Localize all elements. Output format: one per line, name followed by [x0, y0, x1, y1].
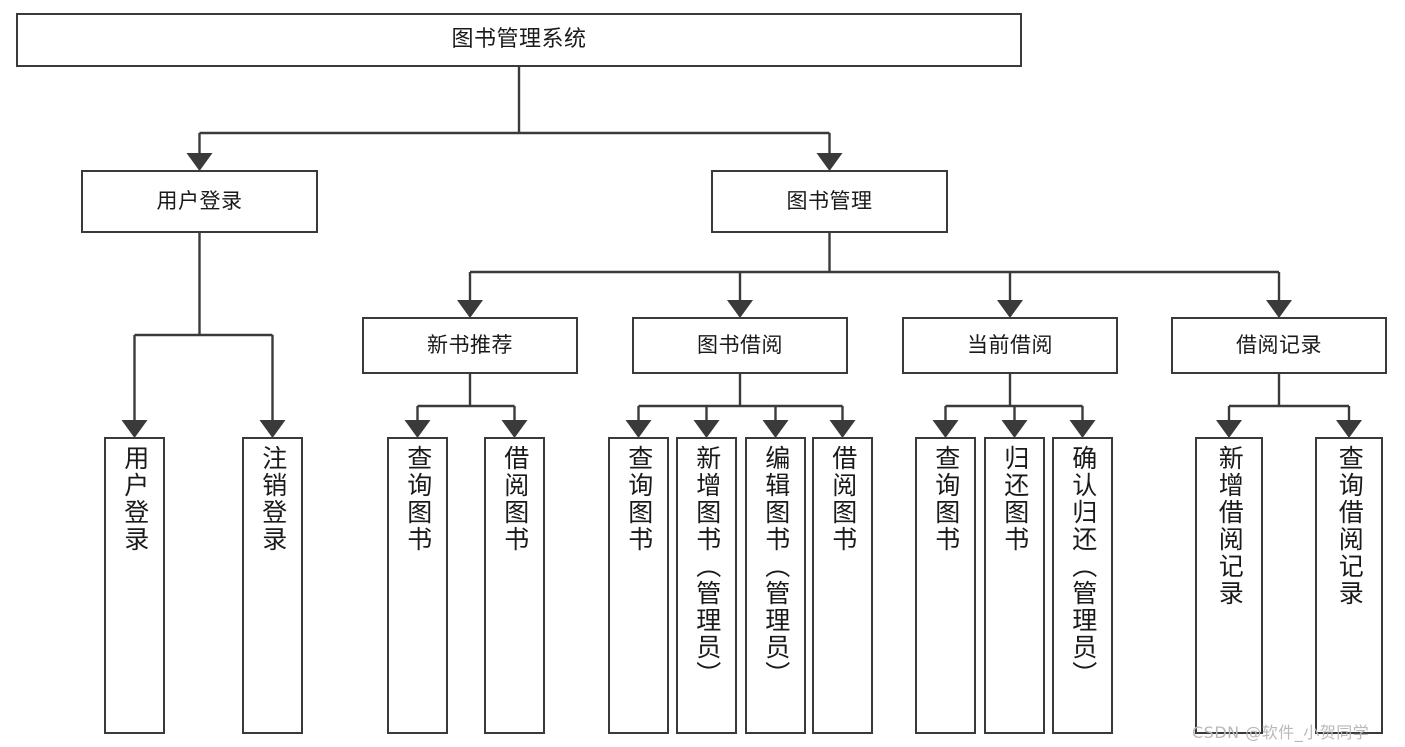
connector-arrow-book-borrow	[727, 300, 753, 318]
connector-arrow-leaf-query-record	[1336, 420, 1362, 438]
connector-arrow-leaf-query-book-3	[932, 420, 959, 438]
node-label-leaf-user-logout: 注销登录	[258, 445, 288, 553]
node-leaf-user-logout[interactable]: 注销登录	[242, 437, 303, 734]
node-label-book-borrow: 图书借阅	[697, 332, 783, 357]
node-user-login[interactable]: 用户登录	[81, 170, 318, 233]
connector-arrow-leaf-confirm-return	[1069, 420, 1096, 438]
connector-arrow-borrow-record	[1266, 300, 1292, 318]
connector-arrow-leaf-return-book	[1001, 420, 1028, 438]
node-leaf-query-book-1[interactable]: 查询图书	[387, 437, 448, 734]
node-label-leaf-return-book: 归还图书	[1000, 445, 1030, 553]
connector-arrow-user-login	[186, 153, 213, 171]
node-leaf-add-record[interactable]: 新增借阅记录	[1195, 437, 1263, 734]
node-label-leaf-add-book: 新增图书（管理员）	[692, 445, 722, 688]
connector-arrow-leaf-user-login	[121, 420, 148, 438]
connector-arrow-leaf-query-book-1	[404, 420, 431, 438]
node-leaf-borrow-book-2[interactable]: 借阅图书	[812, 437, 873, 734]
node-book-borrow[interactable]: 图书借阅	[632, 317, 848, 374]
node-book-manage[interactable]: 图书管理	[711, 170, 948, 233]
node-label-leaf-add-record: 新增借阅记录	[1215, 445, 1245, 607]
node-leaf-confirm-return[interactable]: 确认归还（管理员）	[1052, 437, 1113, 734]
connector-arrow-book-manage	[816, 153, 843, 171]
connector-arrow-leaf-borrow-book-1	[501, 420, 528, 438]
node-label-leaf-user-login: 用户登录	[120, 445, 150, 553]
connector-arrow-leaf-user-logout	[259, 420, 286, 438]
node-new-book-rec[interactable]: 新书推荐	[362, 317, 578, 374]
connector-arrow-leaf-add-book	[693, 420, 720, 438]
connector-arrow-leaf-add-record	[1216, 420, 1242, 438]
node-current-borrow[interactable]: 当前借阅	[902, 317, 1118, 374]
node-label-leaf-borrow-book-2: 借阅图书	[828, 445, 858, 553]
connector-arrow-current-borrow	[997, 300, 1023, 318]
node-leaf-query-book-3[interactable]: 查询图书	[915, 437, 976, 734]
node-leaf-borrow-book-1[interactable]: 借阅图书	[484, 437, 545, 734]
watermark: CSDN @软件_小贺同学	[1192, 723, 1370, 742]
node-label-borrow-record: 借阅记录	[1236, 332, 1322, 357]
node-borrow-record[interactable]: 借阅记录	[1171, 317, 1387, 374]
node-label-leaf-query-book-1: 查询图书	[403, 445, 433, 553]
node-leaf-edit-book[interactable]: 编辑图书（管理员）	[745, 437, 806, 734]
node-label-user-login: 用户登录	[156, 188, 243, 213]
node-label-leaf-query-record: 查询借阅记录	[1335, 445, 1365, 607]
node-root[interactable]: 图书管理系统	[16, 13, 1022, 67]
node-label-current-borrow: 当前借阅	[967, 332, 1053, 357]
node-label-leaf-borrow-book-1: 借阅图书	[500, 445, 530, 553]
connector-arrow-leaf-edit-book	[762, 420, 789, 438]
node-leaf-query-record[interactable]: 查询借阅记录	[1315, 437, 1383, 734]
node-label-leaf-query-book-3: 查询图书	[931, 445, 961, 553]
node-label-leaf-confirm-return: 确认归还（管理员）	[1068, 445, 1098, 688]
node-label-leaf-edit-book: 编辑图书（管理员）	[761, 445, 791, 688]
node-leaf-return-book[interactable]: 归还图书	[984, 437, 1045, 734]
node-leaf-user-login[interactable]: 用户登录	[104, 437, 165, 734]
node-leaf-query-book-2[interactable]: 查询图书	[608, 437, 669, 734]
connector-arrow-new-book-rec	[457, 300, 483, 318]
node-label-new-book-rec: 新书推荐	[427, 332, 513, 357]
node-label-leaf-query-book-2: 查询图书	[624, 445, 654, 553]
node-label-root: 图书管理系统	[451, 26, 587, 52]
connector-arrow-leaf-query-book-2	[625, 420, 652, 438]
node-label-book-manage: 图书管理	[786, 188, 873, 213]
node-leaf-add-book[interactable]: 新增图书（管理员）	[676, 437, 737, 734]
connector-arrow-leaf-borrow-book-2	[829, 420, 856, 438]
